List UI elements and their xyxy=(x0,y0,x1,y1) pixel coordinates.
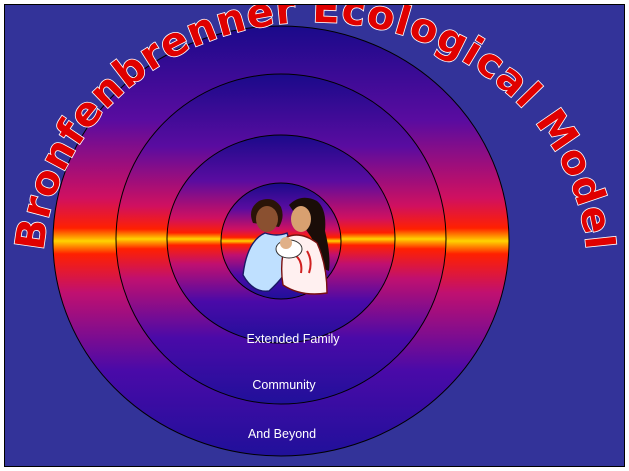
ring-label-community: Community xyxy=(252,378,316,392)
slide: Extended Family Community And Beyond Bro… xyxy=(4,4,625,467)
ecological-model-diagram: Extended Family Community And Beyond Bro… xyxy=(5,5,625,467)
ring-label-and-beyond: And Beyond xyxy=(248,427,316,441)
ring-label-extended-family: Extended Family xyxy=(246,332,340,346)
